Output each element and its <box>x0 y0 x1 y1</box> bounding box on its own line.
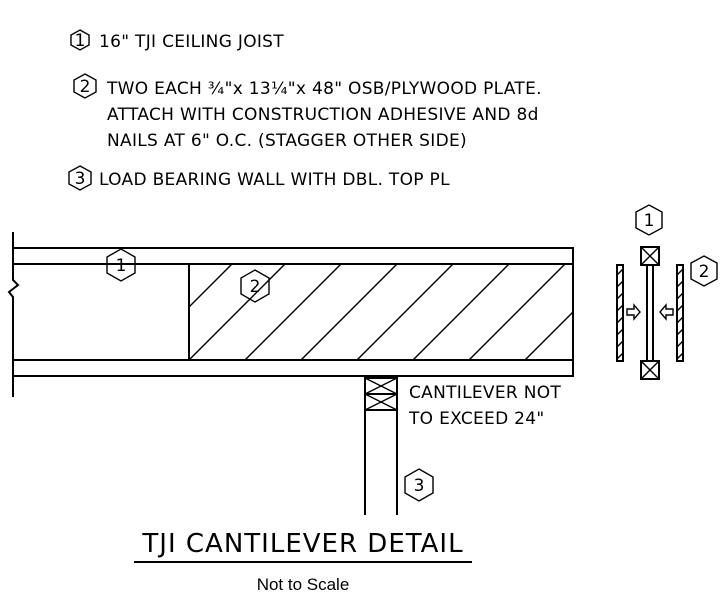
note-1-text: 16" TJI CEILING JOIST <box>99 32 284 52</box>
section-top-flange <box>640 246 660 266</box>
elevation-joist-hex-tag <box>106 248 136 282</box>
section-plate-hex-tag <box>690 255 718 287</box>
joist-elevation: 1 2 <box>7 232 574 397</box>
note-2: 2 TWO EACH ¾"x 13¼"x 48" OSB/PLYWOOD PLA… <box>73 73 542 151</box>
note-2-line-3: NAILS AT 6" O.C. (STAGGER OTHER SIDE) <box>107 131 467 151</box>
joist-bottom-flange <box>12 359 574 377</box>
top-plate-2 <box>364 393 398 411</box>
note-3-tag: 3 <box>75 169 86 189</box>
break-symbol <box>7 260 20 397</box>
detail-title-block: TJI CANTILEVER DETAIL Not to Scale <box>134 529 472 594</box>
note-1: 1 16" TJI CEILING JOIST <box>70 29 284 52</box>
note-2-line-1: TWO EACH ¾"x 13¼"x 48" OSB/PLYWOOD PLATE… <box>106 79 542 99</box>
note-3-hex-tag <box>68 165 92 191</box>
notes-list: 1 16" TJI CEILING JOIST 2 TWO EACH ¾"x 1… <box>68 29 542 191</box>
section-right-plate <box>676 264 684 362</box>
note-1-tag: 1 <box>75 31 86 51</box>
elevation-joist-tag: 1 <box>116 256 127 276</box>
bearing-wall: 3 <box>364 376 434 515</box>
note-1-hex-tag <box>70 29 90 51</box>
note-2-hex-tag <box>73 73 97 99</box>
note-2-tag: 2 <box>80 77 91 97</box>
osb-plate <box>188 263 574 361</box>
elevation-plate-tag: 2 <box>250 277 261 297</box>
joist-section: 1 2 <box>616 204 718 380</box>
cantilever-note: CANTILEVER NOT TO EXCEED 24" <box>408 383 561 429</box>
cantilever-line-2: TO EXCEED 24" <box>408 409 545 429</box>
plate-hatch <box>188 263 574 361</box>
wall-tag: 3 <box>414 476 425 496</box>
note-2-line-2: ATTACH WITH CONSTRUCTION ADHESIVE AND 8d <box>107 105 539 125</box>
section-bottom-flange <box>640 360 660 380</box>
note-3-text: LOAD BEARING WALL WITH DBL. TOP PL <box>99 170 450 190</box>
joist-top-flange <box>12 247 574 265</box>
section-joist-hex-tag <box>635 204 663 236</box>
cantilever-line-1: CANTILEVER NOT <box>409 383 561 403</box>
arrow-left-icon <box>659 303 674 321</box>
section-left-plate <box>616 264 624 362</box>
detail-title: TJI CANTILEVER DETAIL <box>141 529 463 559</box>
wall-hex-tag <box>404 468 434 502</box>
elevation-plate-hex-tag <box>240 269 270 303</box>
section-joist-tag: 1 <box>644 211 655 231</box>
detail-subtitle: Not to Scale <box>257 575 350 594</box>
section-plate-tag: 2 <box>699 262 710 282</box>
note-3: 3 LOAD BEARING WALL WITH DBL. TOP PL <box>68 165 450 191</box>
arrow-right-icon <box>626 303 641 321</box>
